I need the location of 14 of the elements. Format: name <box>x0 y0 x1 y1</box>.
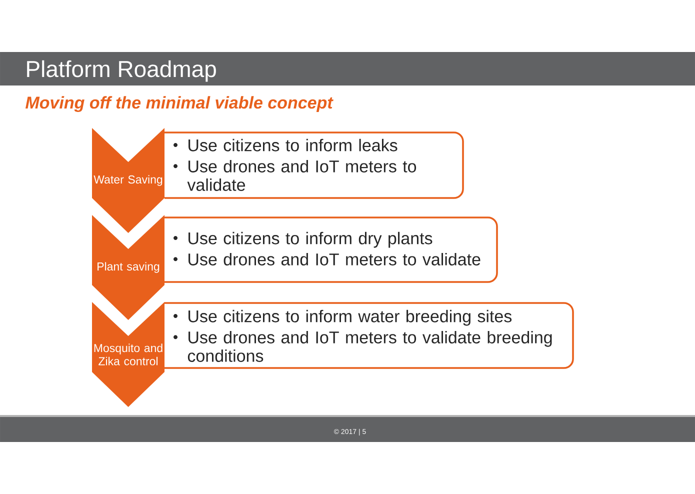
step-block: Water Saving <box>92 128 164 233</box>
bullet-text: Use citizens to inform leaks <box>188 138 398 152</box>
step-block: Mosquito and Zika control <box>92 302 164 407</box>
bullet-text: Use drones and IoT meters to validate <box>188 252 480 266</box>
text-box <box>164 302 574 369</box>
step-block: Plant saving <box>92 214 164 320</box>
bullet-text: Use citizens to inform water breeding sites <box>188 310 512 326</box>
slide-title: Platform Roadmap <box>27 60 216 82</box>
subtitle: Moving off the minimal viable concept <box>26 96 334 112</box>
bullet-text: Use drones and IoT meters to validate breeding conditions <box>188 330 552 362</box>
text-box <box>164 132 464 199</box>
bullet-text: Use drones and IoT meters to validate <box>187 160 416 191</box>
text-box <box>164 216 498 283</box>
bullet-text: Use citizens to inform dry plants <box>188 232 432 248</box>
